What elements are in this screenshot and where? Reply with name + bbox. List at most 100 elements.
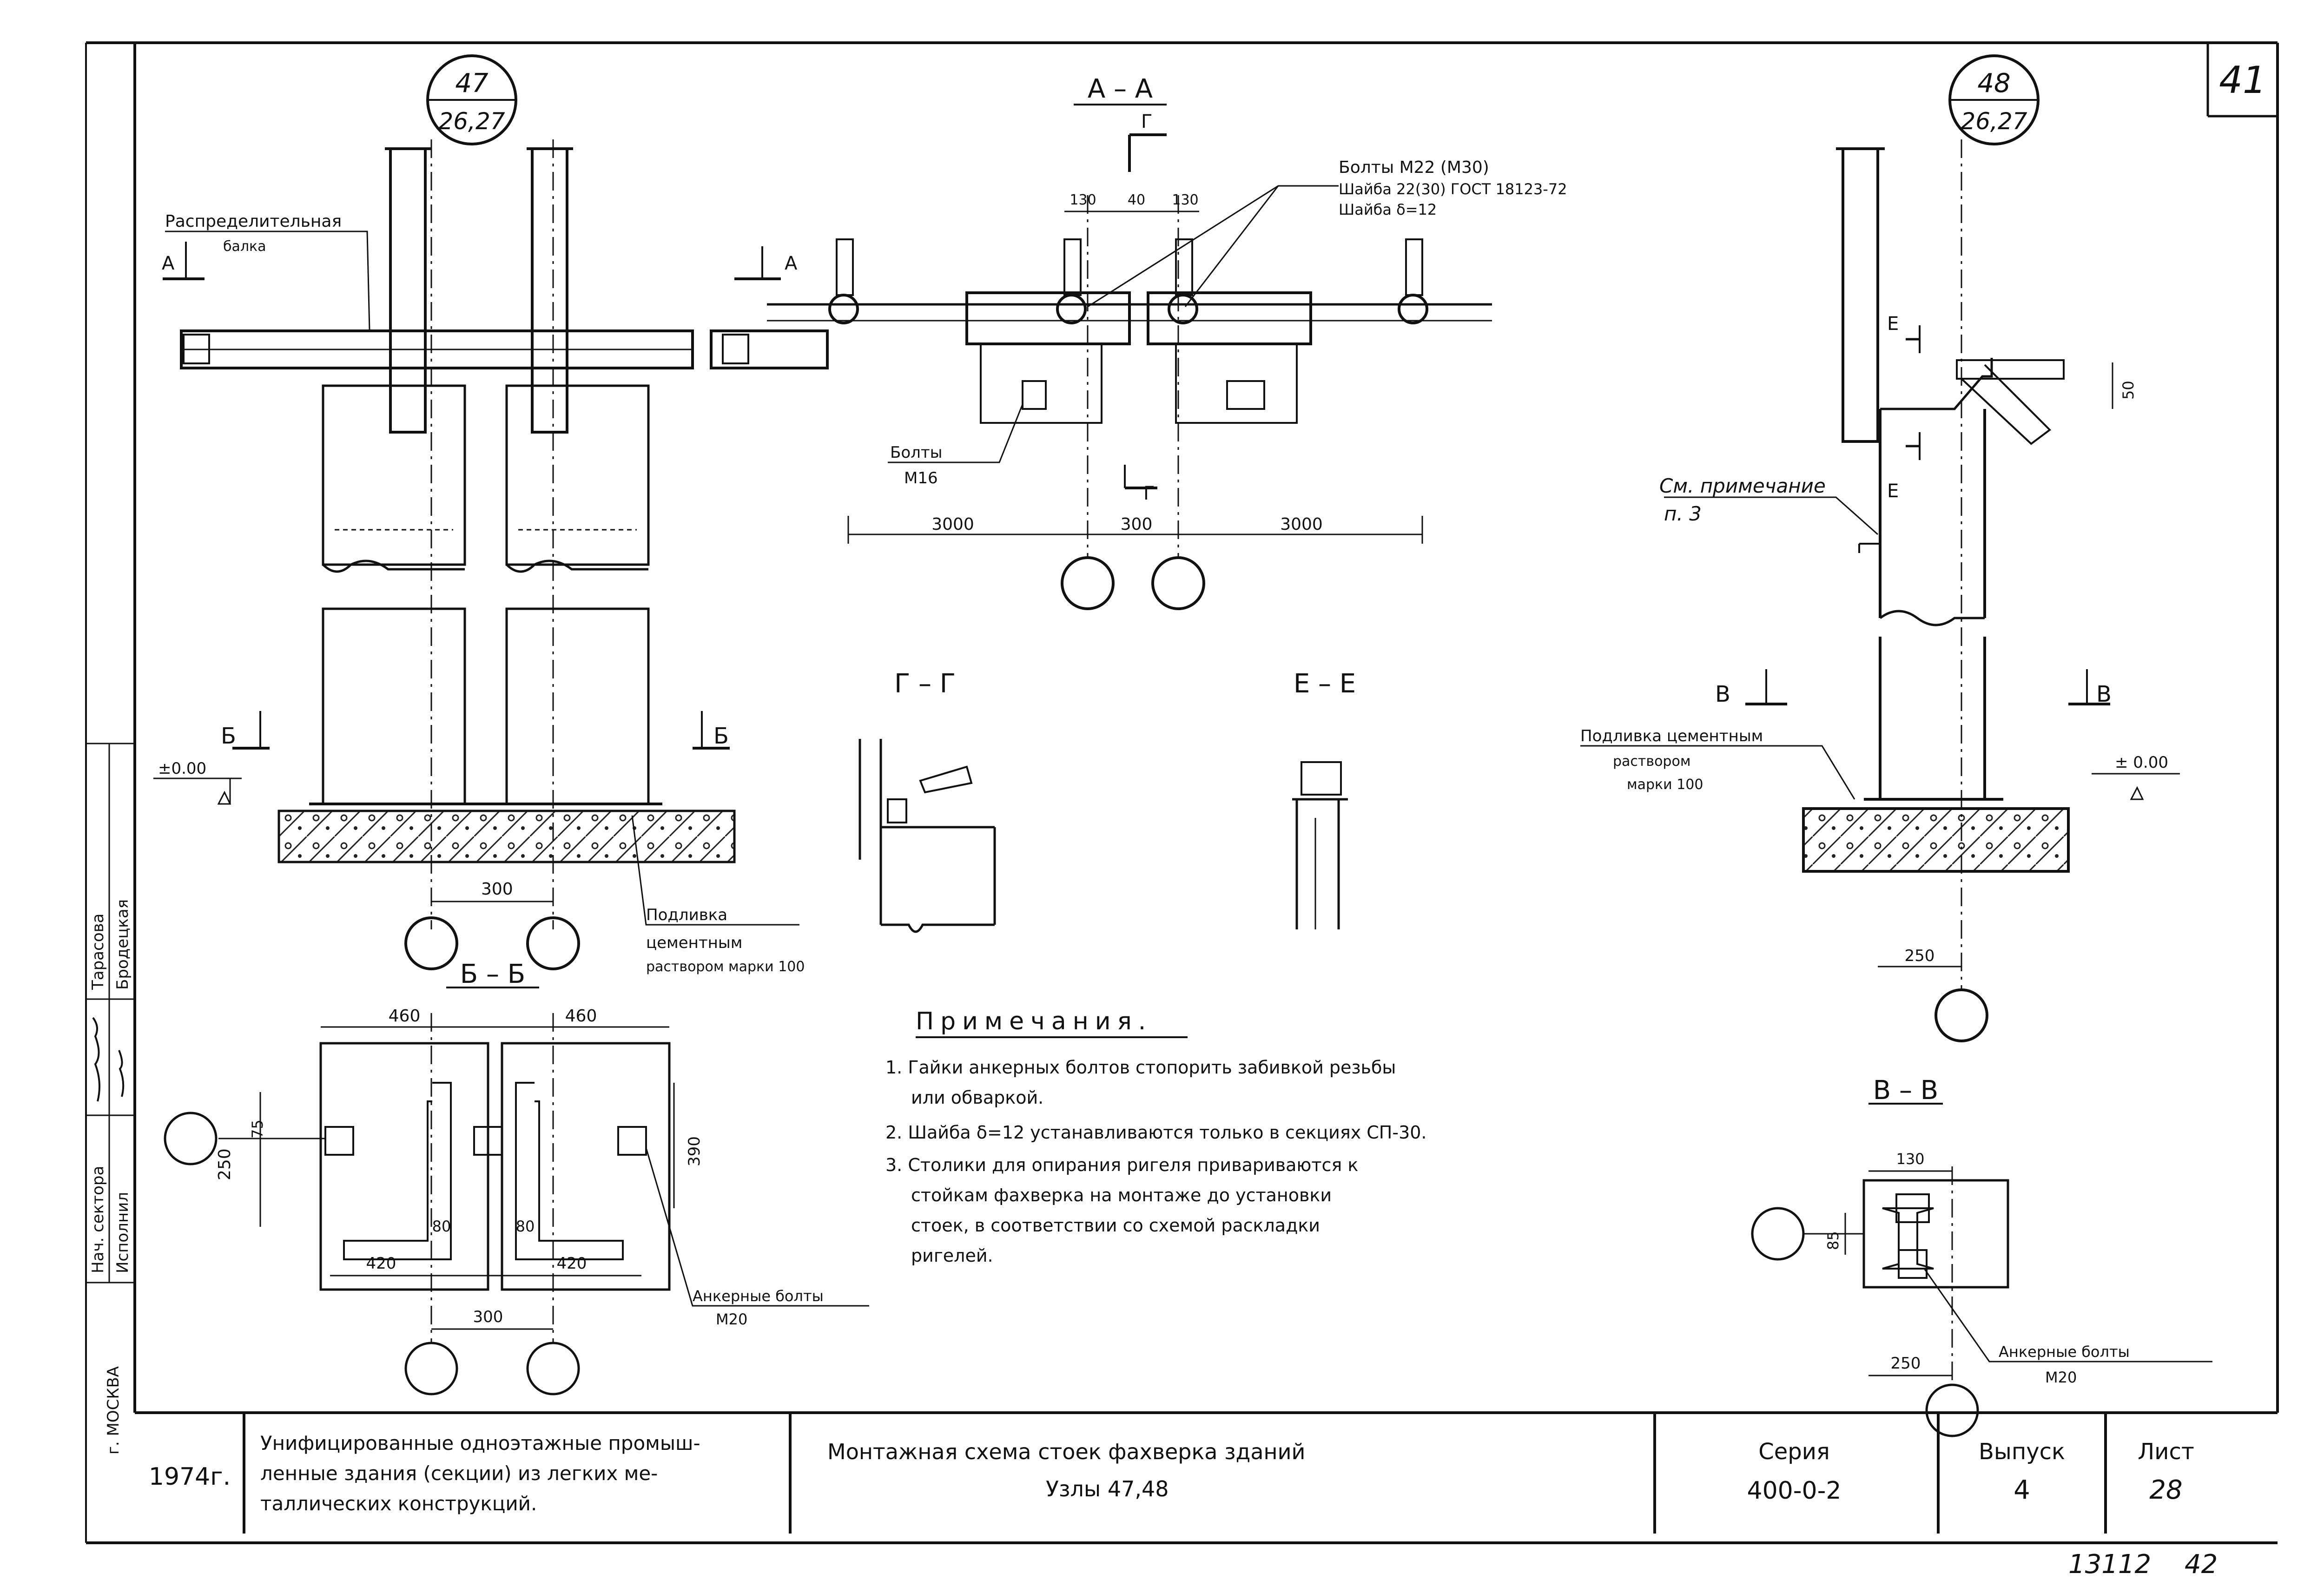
section-bb <box>164 987 869 1396</box>
side-head: Нач. сектора <box>89 1166 107 1273</box>
section-vv <box>1751 1103 2212 1437</box>
grout48-3: марки 100 <box>1627 777 1703 793</box>
side-name-1: Бродецкая <box>113 899 132 990</box>
tb-series-label: Серия <box>1758 1439 1830 1465</box>
tb-series-value: 400-0-2 <box>1747 1477 1842 1505</box>
aa-dim-300: 300 <box>1121 515 1153 534</box>
node48-sheets: 26,27 <box>1961 108 2027 135</box>
tb-desc-2: ленные здания (секции) из легких ме- <box>260 1462 658 1485</box>
bb-dim-250: 250 <box>215 1148 234 1180</box>
section-aa-text: А – А Г Болты М22 (М30) Шайба 22(30) ГОС… <box>785 74 1567 534</box>
bb-dim-390: 390 <box>685 1136 704 1166</box>
tb-issue-value: 4 <box>2014 1475 2030 1505</box>
section-gg <box>858 739 996 933</box>
vv-anchor-1: Анкерные болты <box>1999 1343 2130 1361</box>
ee-title: Е – Е <box>1294 669 1356 699</box>
side-name-2: Тарасова <box>89 914 107 990</box>
notes-block: Примечания. 1. Гайки анкерных болтов сто… <box>885 1007 1427 1266</box>
node-48-text: 48 26,27 Е Е 50 См. примечание п. 3 В В … <box>1580 68 2168 965</box>
bb-dim-80-left: 80 <box>432 1218 451 1235</box>
tb-issue-label: Выпуск <box>1979 1439 2065 1465</box>
stamp-right: 42 <box>2185 1549 2218 1580</box>
section-b-right: Б <box>713 723 729 749</box>
section-bb-text: Б – Б 460 460 75 250 390 80 80 420 420 3… <box>215 959 824 1328</box>
note-line-1: 1. Гайки анкерных болтов стопорить забив… <box>885 1057 1396 1078</box>
aa-g-mark-bottom: Г <box>1143 483 1155 504</box>
aa-dim-130-right: 130 <box>1172 192 1198 208</box>
corner-sheet-number: 41 <box>2219 59 2266 102</box>
dim48-250: 250 <box>1905 947 1935 965</box>
v-mark-right: В <box>2096 681 2112 707</box>
aa-washer-1: Шайба 22(30) ГОСТ 18123-72 <box>1339 180 1567 198</box>
note-line-4: 3. Столики для опирания ригеля приварива… <box>885 1155 1358 1175</box>
tb-desc-3: таллических конструкций. <box>260 1492 537 1515</box>
grout48-2: раствором <box>1613 753 1690 770</box>
bb-dim-420-left: 420 <box>366 1254 396 1273</box>
side-executor: Исполнил <box>113 1192 132 1273</box>
grout-3: раствором марки 100 <box>646 959 805 975</box>
aa-washer-2: Шайба δ=12 <box>1339 201 1437 218</box>
signature <box>92 1017 125 1102</box>
dim-50: 50 <box>2119 381 2137 400</box>
vv-anchor-2: М20 <box>2045 1369 2077 1386</box>
v-mark-left: В <box>1715 681 1730 707</box>
tb-title-2: Узлы 47,48 <box>1046 1476 1169 1501</box>
note-ref-2: п. 3 <box>1664 502 1702 525</box>
node-47-text: 47 26,27 Распределительная балка А Б Б ±… <box>158 68 805 975</box>
grout-1: Подливка <box>646 906 727 924</box>
bb-dim-420-right: 420 <box>557 1254 587 1273</box>
bb-dim-300: 300 <box>473 1308 503 1326</box>
bb-dim-460-left: 460 <box>389 1007 421 1026</box>
aa-bolts-m16-2: М16 <box>904 469 938 487</box>
tb-title-1: Монтажная схема стоек фахверка зданий <box>827 1439 1305 1464</box>
aa-g-mark-top: Г <box>1141 111 1152 132</box>
tb-year: 1974г. <box>149 1463 231 1491</box>
bb-anchor-1: Анкерные болты <box>693 1287 824 1305</box>
e-mark-bottom: Е <box>1887 481 1899 502</box>
note-line-5: стойкам фахверка на монтаже до установки <box>911 1185 1332 1205</box>
note-line-2: или обваркой. <box>911 1087 1043 1108</box>
title-block <box>135 1411 2278 1534</box>
aa-section-a-mark: А <box>785 253 798 274</box>
tb-desc-1: Унифицированные одноэтажные промыш- <box>260 1432 700 1455</box>
note-line-3: 2. Шайба δ=12 устанавливаются только в с… <box>885 1122 1427 1143</box>
label-beam-2: балка <box>223 238 266 255</box>
tb-sheet-label: Лист <box>2138 1439 2194 1465</box>
node47-number: 47 <box>455 68 489 99</box>
side-city: г. МОСКВА <box>104 1366 123 1455</box>
grout-2: цементным <box>646 934 742 952</box>
level48: ± 0.00 <box>2115 753 2168 772</box>
node-47 <box>153 54 829 970</box>
node48-number: 48 <box>1977 68 2010 99</box>
note-line-7: ригелей. <box>911 1245 993 1266</box>
side-stamp: г. МОСКВА Исполнил Нач. сектора Бродецка… <box>89 899 132 1455</box>
vv-dim-85: 85 <box>1824 1231 1842 1250</box>
bb-dim-460-right: 460 <box>565 1007 597 1026</box>
grout48-1: Подливка цементным <box>1580 727 1763 745</box>
aa-bolts-m16-1: Болты <box>890 443 943 462</box>
section-a-mark: А <box>162 253 175 274</box>
section-vv-text: В – В 130 85 250 Анкерные болты М20 <box>1824 1075 2130 1386</box>
tb-sheet-value: 28 <box>2149 1475 2182 1505</box>
aa-dim-3000-left: 3000 <box>931 515 974 534</box>
bb-title: Б – Б <box>460 959 525 989</box>
aa-dim-40: 40 <box>1128 192 1145 208</box>
vv-title: В – В <box>1873 1075 1938 1106</box>
section-ee <box>1292 761 1348 929</box>
sheet-frame <box>85 41 2279 1544</box>
note-line-6: стоек, в соответствии со схемой раскладк… <box>911 1215 1320 1236</box>
note-ref-1: См. примечание <box>1659 474 1826 497</box>
stamp-left: 13112 <box>2068 1549 2151 1580</box>
e-mark-top: Е <box>1887 313 1899 335</box>
notes-title: Примечания. <box>916 1007 1152 1035</box>
aa-dim-130-left: 130 <box>1070 192 1096 208</box>
bb-anchor-2: М20 <box>716 1310 747 1328</box>
aa-title: А – А <box>1088 74 1153 104</box>
aa-bolts: Болты М22 (М30) <box>1339 158 1489 177</box>
section-b-left: Б <box>221 723 236 749</box>
dim-300: 300 <box>481 880 513 899</box>
vv-dim-130: 130 <box>1896 1150 1924 1168</box>
level-mark: ±0.00 <box>158 759 206 778</box>
